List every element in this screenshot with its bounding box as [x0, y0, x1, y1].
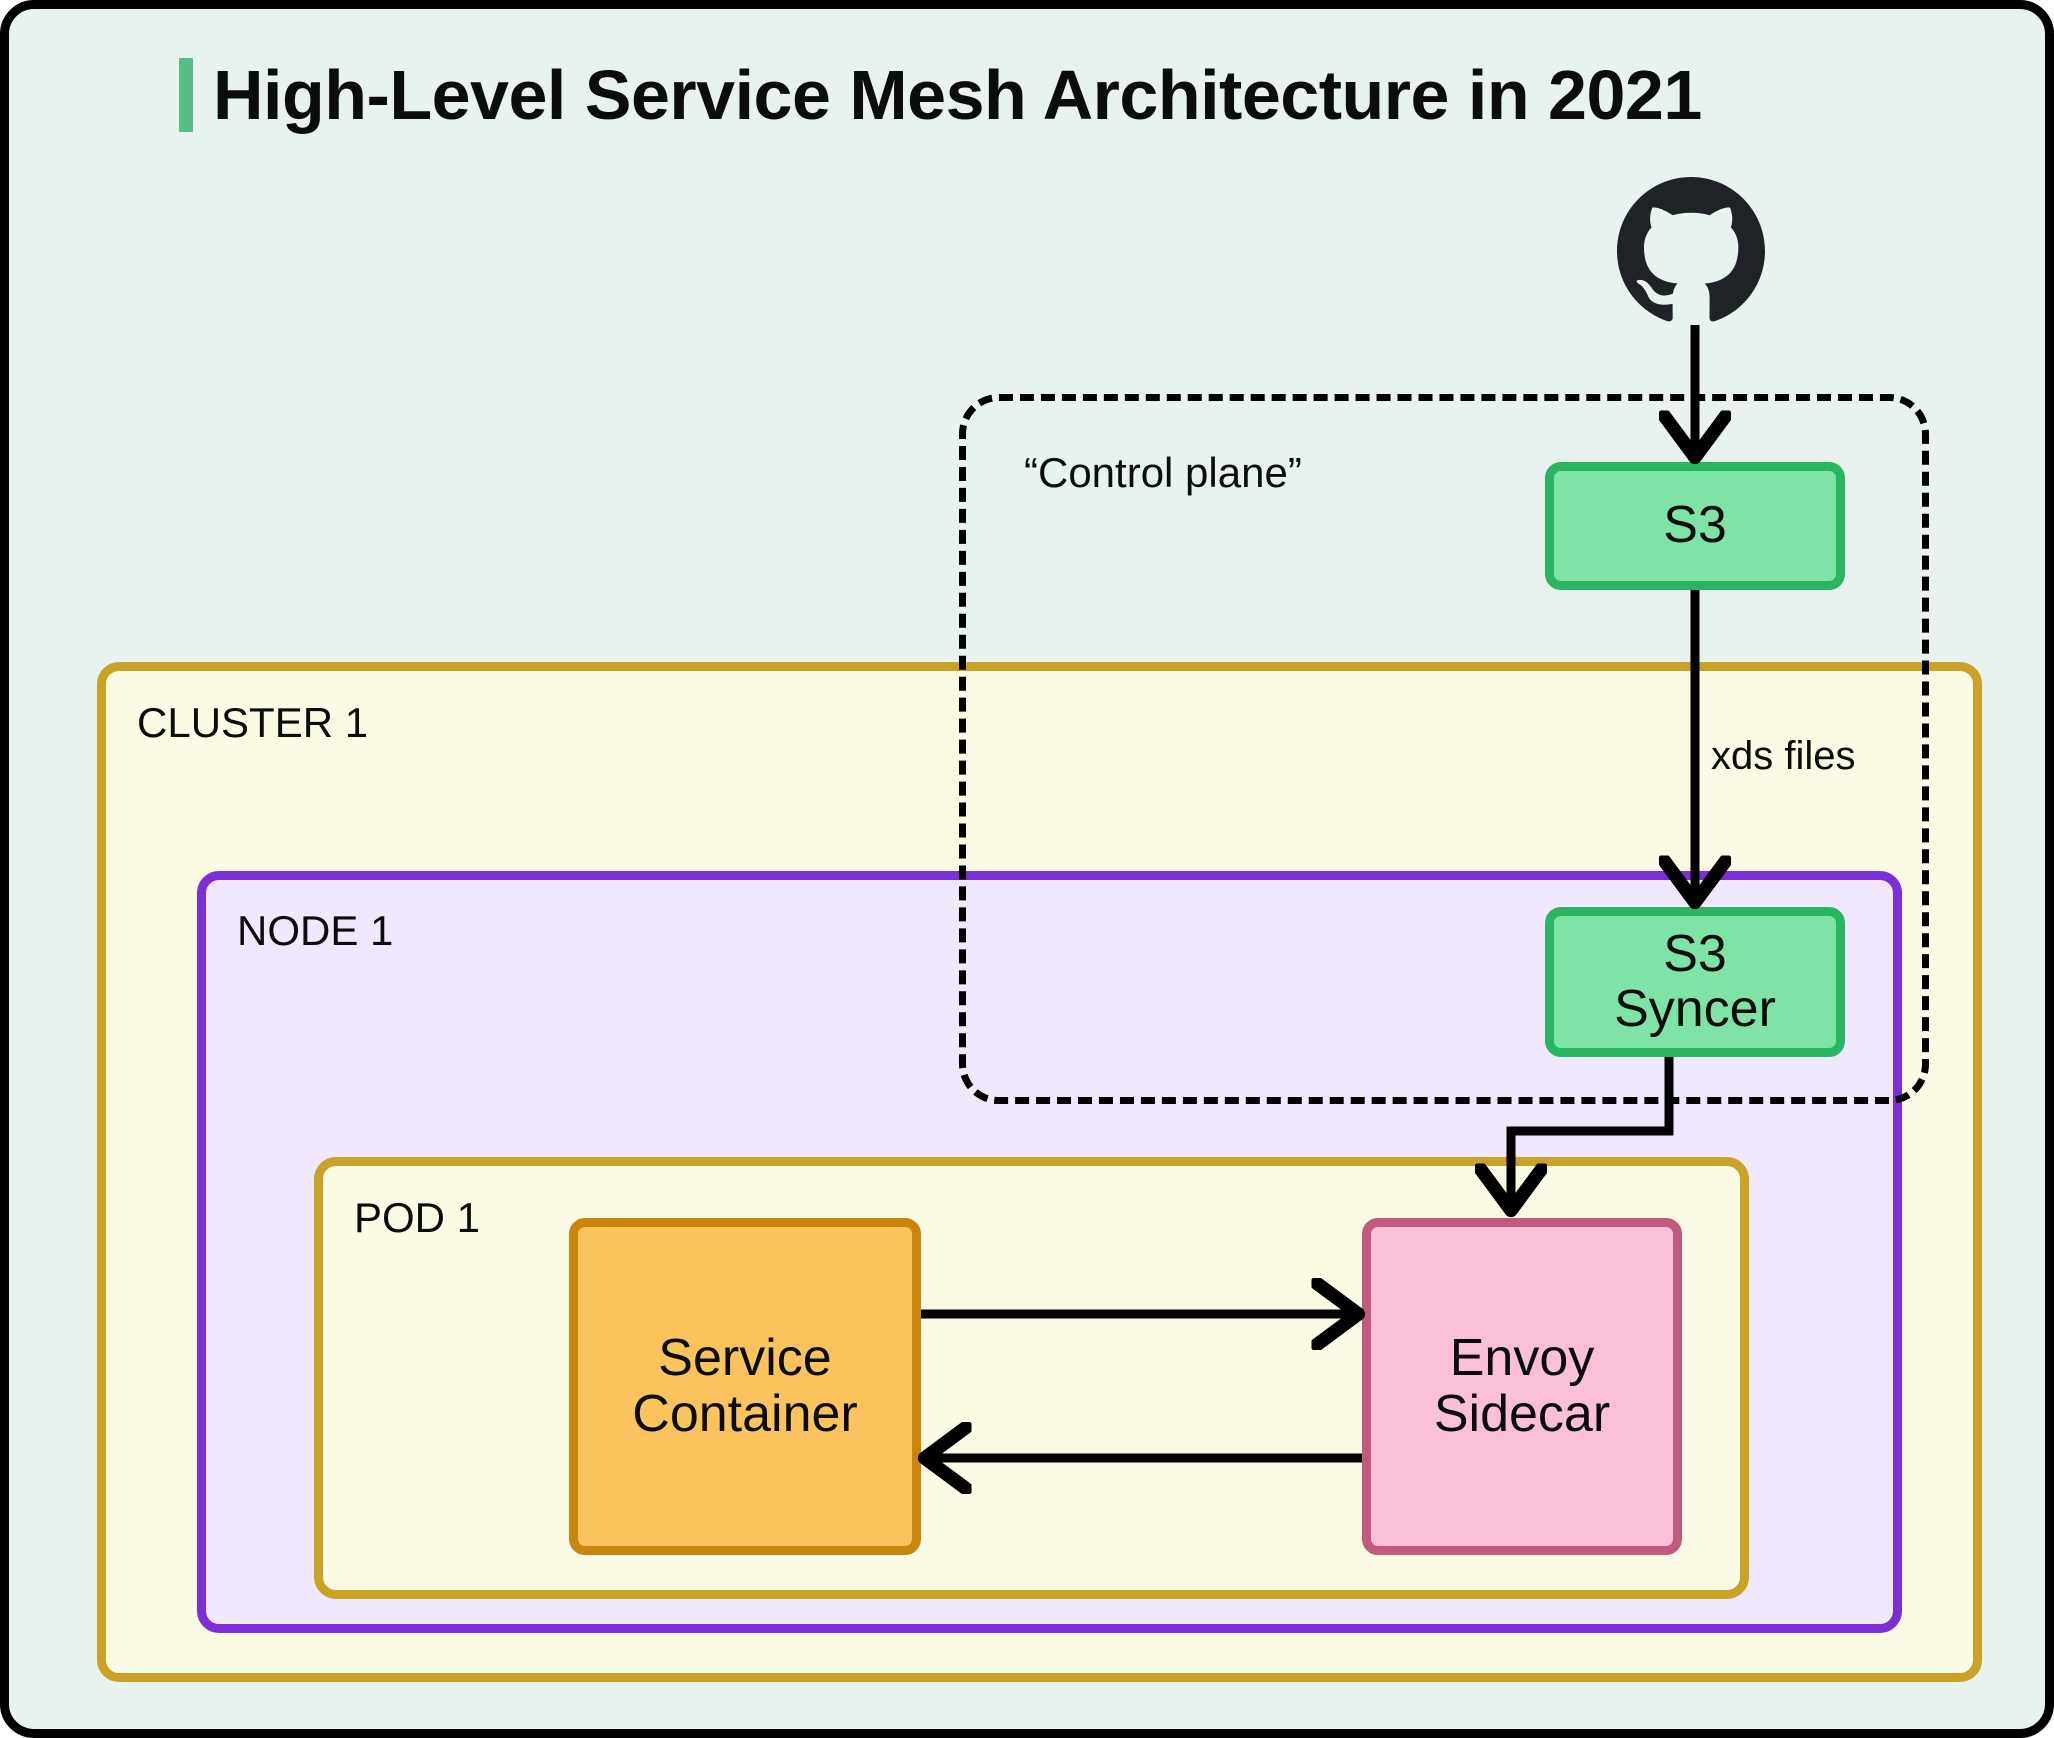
s3-syncer-label-line1: S3 — [1663, 924, 1727, 983]
service-container-node-label: Service Container — [632, 1331, 857, 1441]
s3-node[interactable]: S3 — [1545, 462, 1845, 590]
page-title-row: High-Level Service Mesh Architecture in … — [179, 47, 1702, 143]
envoy-sidecar-node[interactable]: Envoy Sidecar — [1362, 1218, 1682, 1555]
pod-1-label: POD 1 — [354, 1194, 481, 1241]
envoy-sidecar-label-line1: Envoy — [1449, 1329, 1595, 1388]
control-plane-boundary — [959, 394, 1929, 1104]
page-title: High-Level Service Mesh Architecture in … — [213, 56, 1702, 134]
s3-syncer-label-line2: Syncer — [1614, 980, 1776, 1038]
title-accent-bar — [179, 58, 193, 132]
control-plane-label: “Control plane” — [1024, 449, 1302, 496]
envoy-sidecar-node-label: Envoy Sidecar — [1434, 1331, 1610, 1441]
cluster-1-label: CLUSTER 1 — [137, 699, 369, 746]
s3-syncer-node-label: S3 Syncer — [1614, 924, 1776, 1038]
service-container-node[interactable]: Service Container — [569, 1218, 921, 1555]
xds-files-edge-label: xds files — [1711, 734, 1856, 778]
envoy-sidecar-label-line2: Sidecar — [1433, 1384, 1611, 1443]
service-container-label-line1: Service — [658, 1329, 832, 1388]
node-1-label: NODE 1 — [237, 907, 394, 954]
service-container-label-line2: Container — [632, 1384, 858, 1443]
github-icon[interactable] — [1617, 177, 1765, 325]
s3-syncer-node[interactable]: S3 Syncer — [1545, 907, 1845, 1057]
s3-node-label: S3 — [1663, 496, 1727, 555]
